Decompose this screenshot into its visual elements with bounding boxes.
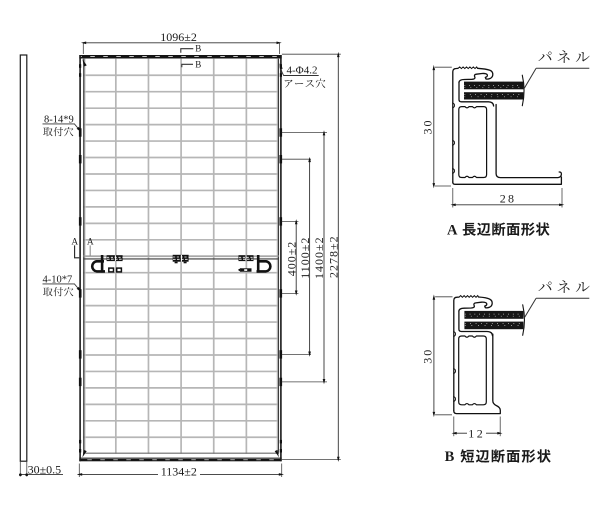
- svg-text:1400±2: 1400±2: [312, 236, 326, 279]
- svg-text:B: B: [195, 59, 201, 69]
- svg-text:A: A: [71, 237, 78, 247]
- svg-text:B: B: [195, 44, 201, 54]
- svg-text:4-Φ4.2: 4-Φ4.2: [287, 65, 318, 77]
- svg-text:1134±2: 1134±2: [161, 464, 197, 478]
- svg-text:A: A: [447, 222, 458, 238]
- svg-text:30: 30: [421, 348, 435, 364]
- svg-text:8-14*9: 8-14*9: [44, 114, 74, 125]
- svg-text:28: 28: [500, 191, 516, 205]
- svg-text:1096±2: 1096±2: [160, 30, 197, 44]
- svg-text:A: A: [87, 238, 94, 248]
- svg-text:2278±2: 2278±2: [327, 235, 341, 278]
- svg-text:30: 30: [421, 119, 435, 135]
- svg-text:12: 12: [468, 427, 485, 441]
- svg-text:400±2: 400±2: [284, 241, 298, 277]
- svg-text:B: B: [445, 449, 455, 465]
- svg-text:30±0.5: 30±0.5: [28, 463, 62, 477]
- svg-text:1100±2: 1100±2: [298, 237, 312, 279]
- svg-text:4-10*7: 4-10*7: [43, 274, 73, 285]
